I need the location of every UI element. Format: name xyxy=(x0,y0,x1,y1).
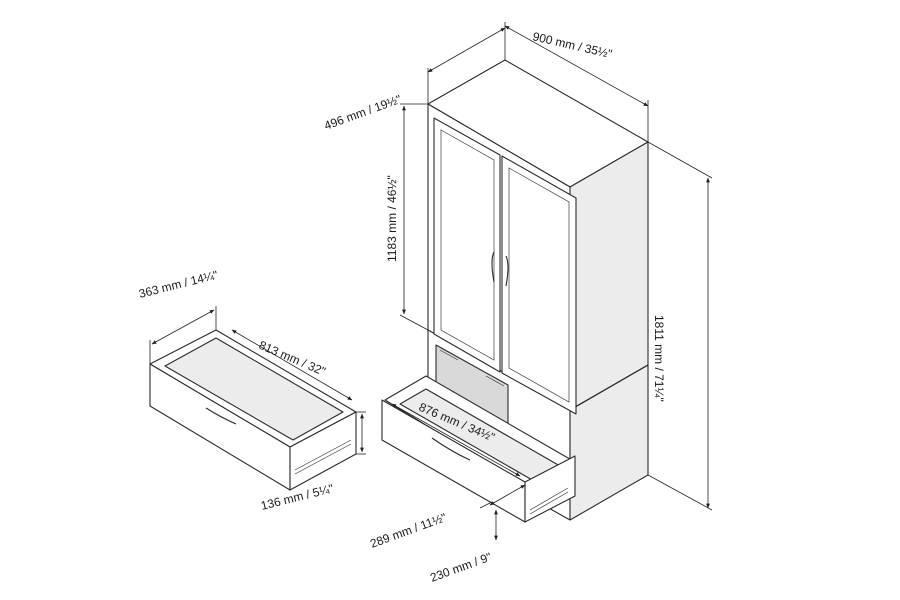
cabinet-side-face xyxy=(569,141,649,411)
dim-depth-label: 496 mm / 19½" xyxy=(322,92,403,133)
right-door xyxy=(501,155,577,415)
drawer-slide-icon xyxy=(294,439,352,475)
left-door xyxy=(433,117,501,373)
dimension-lines xyxy=(149,22,713,541)
dim-opening-height-label: 230 mm / 9" xyxy=(428,550,493,585)
dim-width-label: 900 mm / 35½" xyxy=(531,29,613,61)
wardrobe-cabinet xyxy=(427,59,649,521)
standalone-drawer xyxy=(149,329,357,491)
dim-door-height-label: 1183 mm / 46½" xyxy=(385,175,399,262)
drawer-slide-icon xyxy=(529,487,569,515)
dim-opening-depth-label: 289 mm / 11½" xyxy=(368,510,448,551)
dim-total-height-label: 1811 mm / 71¼" xyxy=(652,315,666,402)
drawer-pull-icon xyxy=(205,407,237,425)
left-door-panel xyxy=(440,129,495,361)
door-handle-icon xyxy=(491,251,509,287)
right-door-panel xyxy=(508,167,570,403)
dim-drawer-depth-label: 363 mm / 14¼" xyxy=(137,268,219,301)
